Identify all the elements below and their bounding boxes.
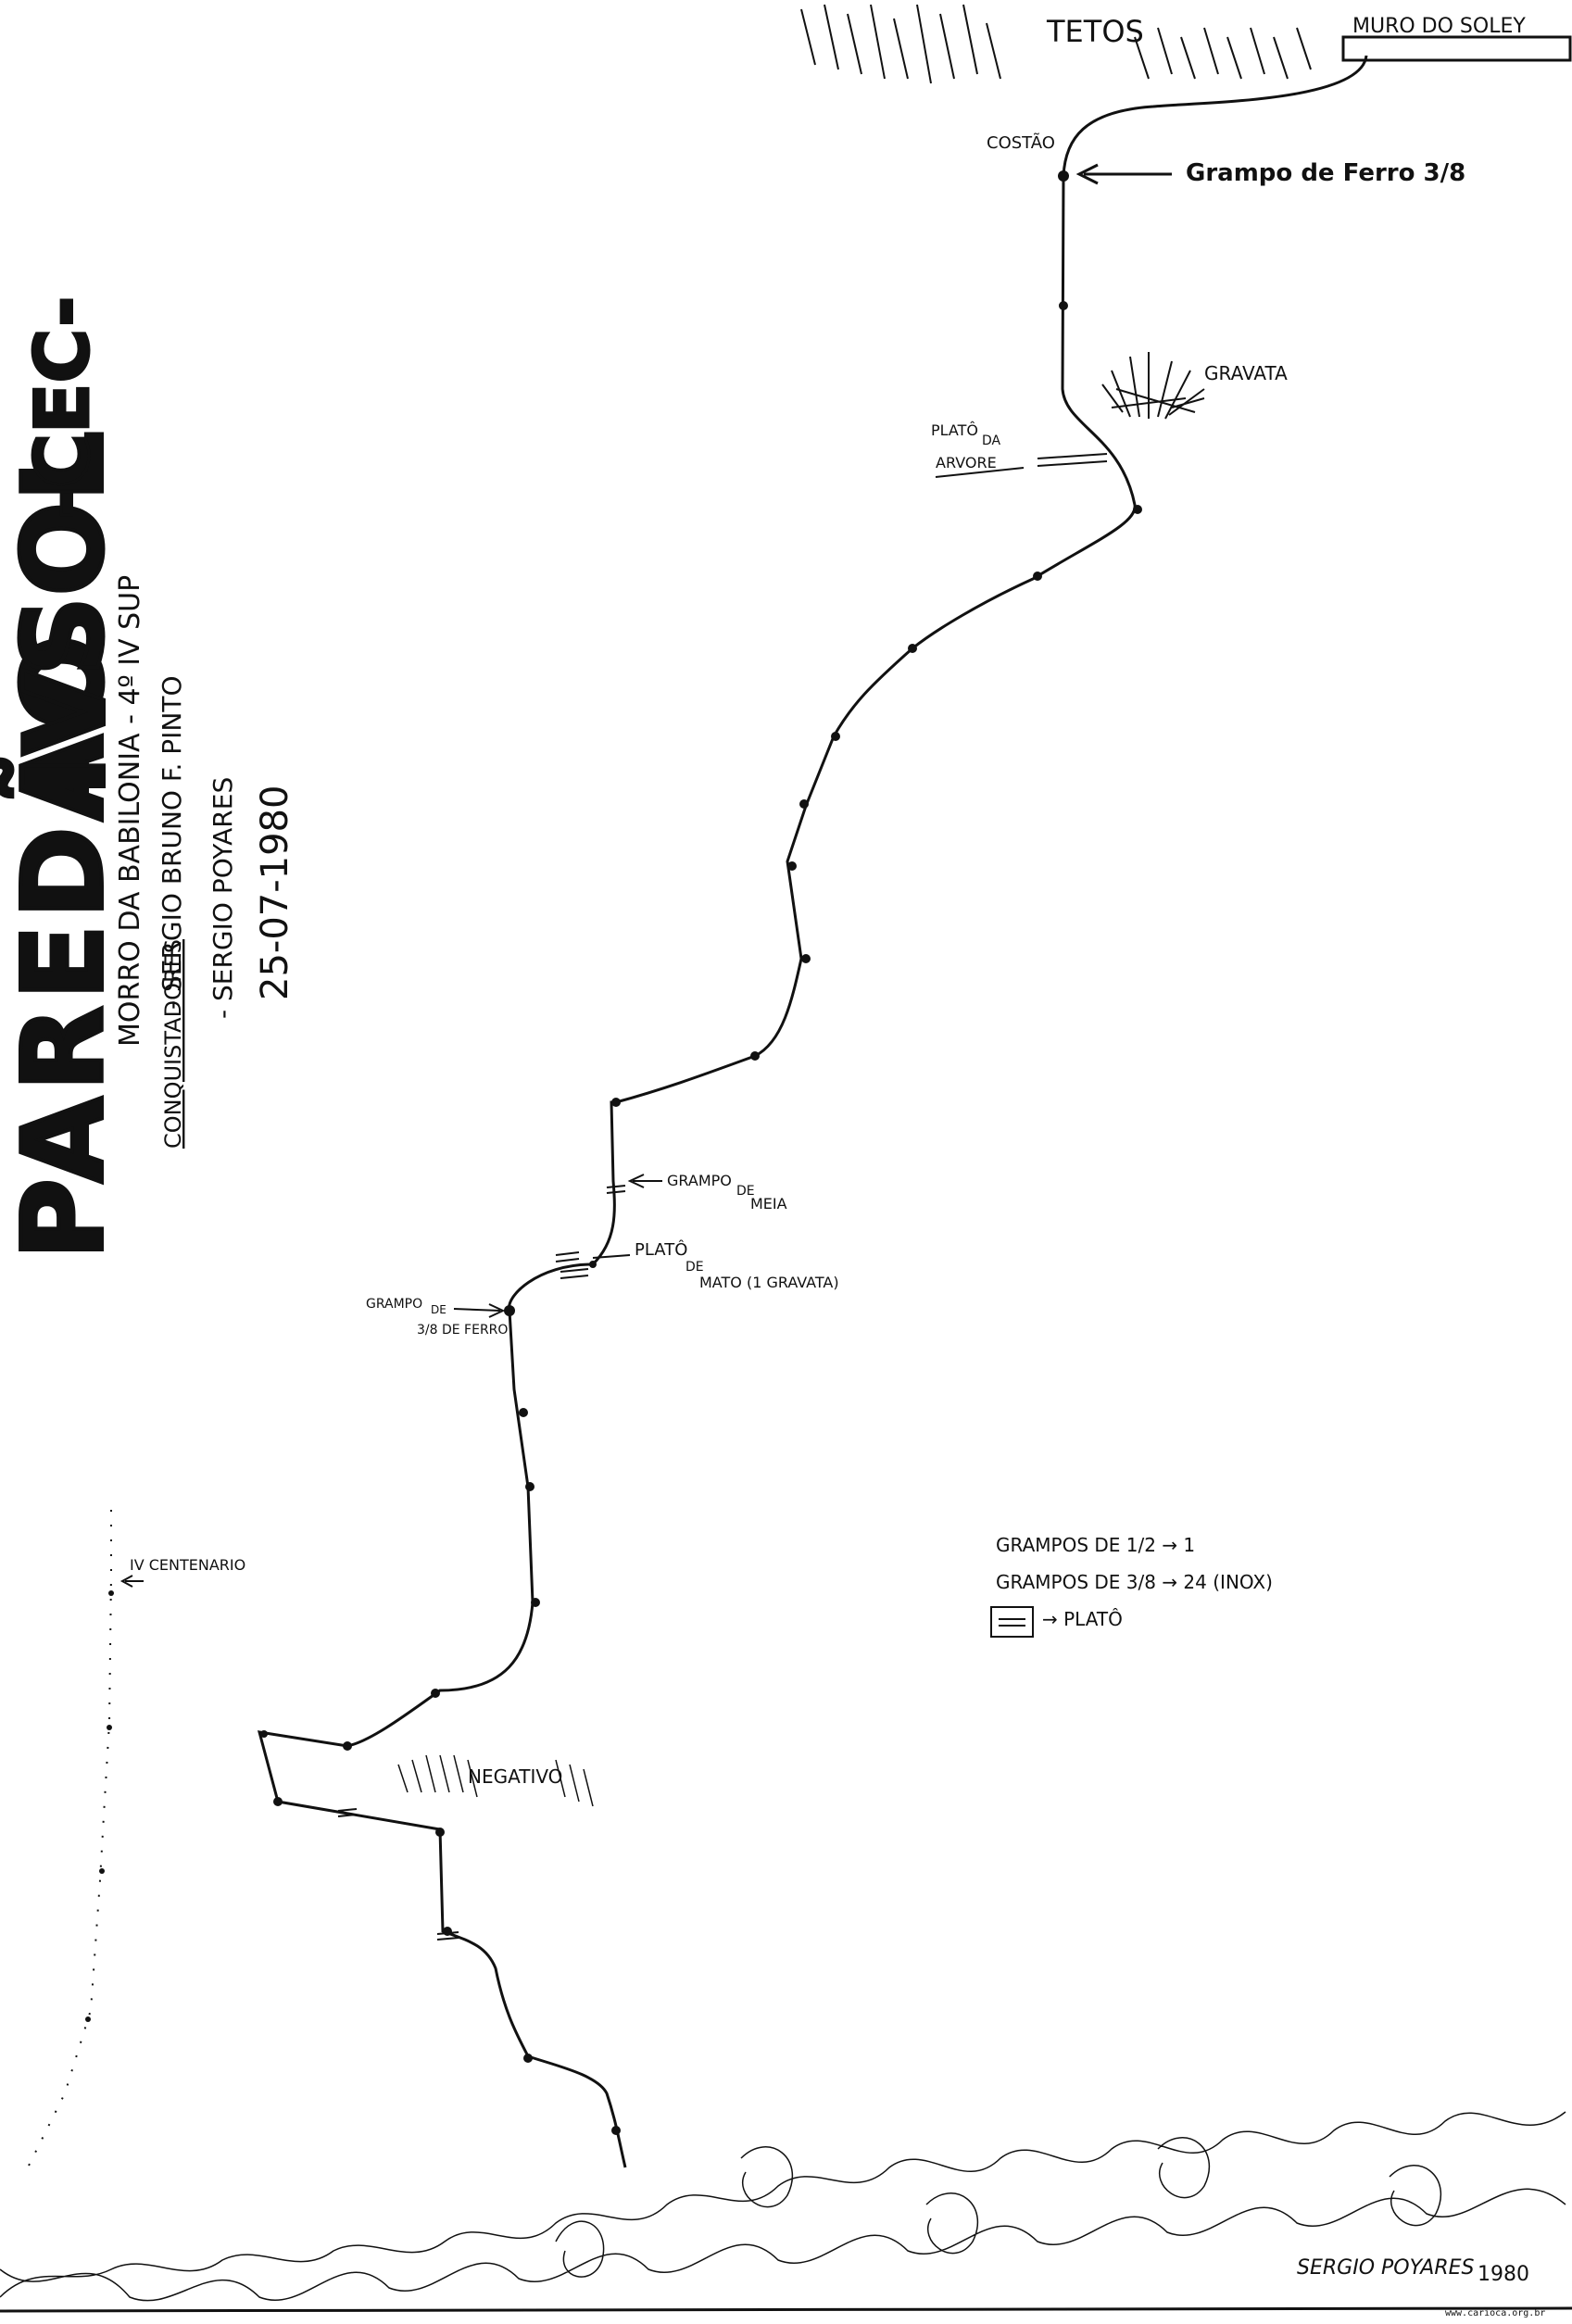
plato-mato-label-2: DE: [685, 1260, 704, 1275]
bolt: [273, 1797, 283, 1806]
ledge-marks: [337, 453, 1108, 1941]
title-numeral: IV: [2, 669, 131, 797]
plato-arvore-label-1: PLATÔ: [931, 421, 978, 439]
grampo-38-label-1: GRAMPO: [366, 1297, 422, 1312]
base-scribble: [0, 2111, 1566, 2302]
route-location: MORRO DA BABILONIA - 4º IV SUP: [114, 575, 146, 1047]
bolt: [107, 1725, 112, 1730]
legend-line-2: GRAMPOS DE 3/8 → 24 (INOX): [996, 1571, 1273, 1593]
grampo-ferro-arrow: [1075, 163, 1172, 185]
grampo-ferro-label: Grampo de Ferro 3/8: [1186, 159, 1465, 187]
bolt: [750, 1051, 760, 1061]
bolt: [435, 1828, 445, 1837]
muro-box: [1341, 35, 1572, 62]
bolt: [260, 1730, 268, 1738]
bolt: [611, 1098, 621, 1107]
bolt: [343, 1741, 352, 1751]
plato-arvore-arrow: [935, 467, 1025, 478]
plato-mato-label-1: PLATÔ: [635, 1239, 687, 1260]
ground-line: [0, 2306, 1572, 2313]
gravata-plant-icon: [1101, 352, 1205, 420]
bolt: [525, 1482, 534, 1491]
tetos-hatching: [800, 4, 1312, 84]
title-block: PAREDÃO IV SOL -CEC- MORRO DA BABILONIA …: [0, 295, 296, 1262]
bolt: [799, 799, 809, 809]
signature: SERGIO POYARES: [1297, 2256, 1475, 2280]
bolt: [519, 1408, 528, 1417]
grampo-38-label-2: DE: [431, 1303, 446, 1316]
bolt: [787, 861, 797, 871]
negativo-label: NEGATIVO: [468, 1765, 562, 1788]
bolt: [108, 1590, 114, 1596]
climber-2: - SERGIO POYARES: [208, 777, 238, 1019]
bolt: [523, 2054, 533, 2063]
grampo-38-label-3: 3/8 DE FERRO: [417, 1323, 508, 1338]
grampo-meia-label-1: GRAMPO: [667, 1172, 732, 1189]
centenario-route: [27, 1510, 112, 2168]
bolt: [801, 954, 811, 963]
centenario-arrow: [119, 1575, 144, 1588]
bolt: [504, 1305, 515, 1316]
centenario-bolts: [85, 1590, 114, 2022]
title-sol: SOL: [0, 431, 129, 676]
bolt: [908, 644, 917, 653]
watermark: www.carioca.org.br: [1445, 2308, 1545, 2318]
title-paredao: PAREDÃO: [0, 629, 129, 1260]
conquistadores-label: CONQUISTADORES: [160, 939, 186, 1149]
grampo-38-arrow: [453, 1303, 506, 1318]
grampo-meia-label-2: DE: [736, 1184, 755, 1199]
legend-plato-symbol: [990, 1606, 1034, 1638]
bolt: [99, 1868, 105, 1874]
bolt: [443, 1927, 452, 1936]
legend: GRAMPOS DE 1/2 → 1 GRAMPOS DE 3/8 → 24 (…: [990, 1534, 1273, 1638]
ascent-date: 25-07-1980: [254, 785, 296, 1000]
legend-line-3: → PLATÔ: [1042, 1608, 1123, 1630]
plato-mato-arrow: [592, 1254, 631, 1259]
plato-mato-label-3: MATO (1 GRAVATA): [699, 1274, 839, 1291]
bolt: [1133, 505, 1142, 514]
muro-label: MURO DO SOLEY: [1352, 15, 1526, 38]
bolt: [1059, 301, 1068, 310]
bolt: [85, 2016, 91, 2022]
grampo-meia-arrow: [627, 1174, 662, 1188]
climber-1: - SERGIO BRUNO F. PINTO: [157, 676, 187, 1011]
bolt: [831, 732, 840, 741]
title-club: -CEC-: [19, 296, 106, 519]
bolt: [1058, 170, 1069, 182]
bolt: [531, 1598, 540, 1607]
plato-arvore-label-2: DA: [982, 433, 1001, 448]
bolt: [1033, 572, 1042, 581]
signature-year: 1980: [1478, 2263, 1529, 2286]
bolt: [589, 1261, 597, 1268]
plato-arvore-label-3: ARVORE: [936, 454, 997, 471]
bolt: [611, 2126, 621, 2135]
grampo-meia-label-3: MEIA: [750, 1195, 787, 1212]
route-line: [257, 55, 1368, 2168]
costao-label: COSTÃO: [987, 132, 1055, 153]
gravata-arrow: [1171, 397, 1205, 408]
negativo-hatching: [397, 1754, 594, 1807]
gravata-label: GRAVATA: [1204, 362, 1288, 384]
tetos-label: TETOS: [1046, 14, 1144, 49]
centenario-label: IV CENTENARIO: [130, 1556, 245, 1574]
bolts: [260, 170, 1142, 2135]
legend-line-1: GRAMPOS DE 1/2 → 1: [996, 1534, 1195, 1556]
bolt: [431, 1689, 440, 1698]
